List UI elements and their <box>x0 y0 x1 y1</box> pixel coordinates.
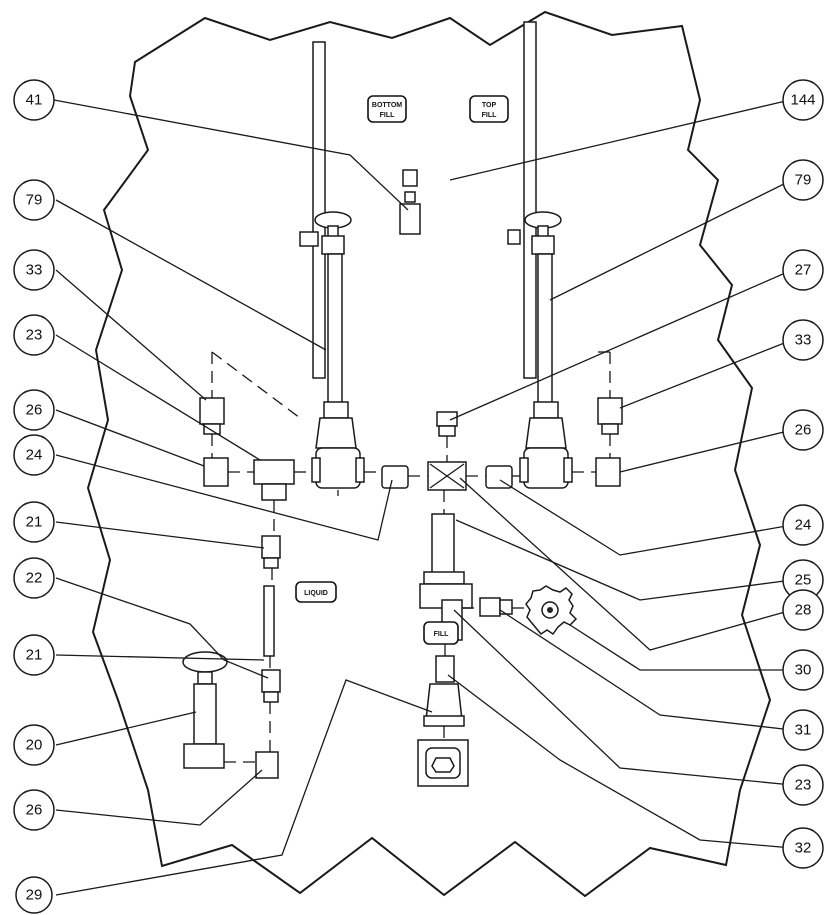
callout-21-top: 21 <box>13 501 55 543</box>
svg-text:79: 79 <box>26 192 43 209</box>
svg-text:24: 24 <box>795 517 812 534</box>
svg-text:27: 27 <box>795 262 812 279</box>
svg-text:26: 26 <box>795 422 812 439</box>
svg-text:25: 25 <box>795 572 812 589</box>
callout-23-left: 23 <box>13 314 55 356</box>
svg-text:23: 23 <box>26 327 43 344</box>
callout-31: 31 <box>782 709 824 751</box>
leader-lines <box>53 99 793 896</box>
svg-text:29: 29 <box>26 887 43 904</box>
callout-24-right: 24 <box>782 504 824 546</box>
svg-text:21: 21 <box>26 514 43 531</box>
dashed-connection-lines <box>211 351 611 763</box>
right-piping-fittings <box>595 397 623 487</box>
callout-33-left: 33 <box>13 249 55 291</box>
callout-144: 144 <box>782 79 824 121</box>
fill-tag-label: FILL <box>434 631 449 638</box>
bottom-fill-tag-line1: BOTTOM <box>372 102 402 109</box>
bottom-fill-tag-line2: FILL <box>380 112 395 119</box>
top-fill-tag: TOP FILL <box>469 95 509 123</box>
callout-79-right: 79 <box>782 159 824 201</box>
top-fill-tag-line1: TOP <box>482 102 497 109</box>
left-dip-tube <box>312 41 326 379</box>
callout-29: 29 <box>15 876 53 914</box>
callout-20: 20 <box>13 724 55 766</box>
callout-25: 25 <box>782 559 824 601</box>
pressure-gauge-gear <box>525 585 578 636</box>
callout-23-right: 23 <box>782 764 824 806</box>
svg-text:22: 22 <box>26 570 43 587</box>
tank-cutaway-outline <box>86 10 772 898</box>
callout-30: 30 <box>782 649 824 691</box>
svg-text:20: 20 <box>26 737 43 754</box>
svg-text:32: 32 <box>795 840 812 857</box>
callout-32: 32 <box>782 827 824 869</box>
callout-26-right: 26 <box>782 409 824 451</box>
svg-text:26: 26 <box>26 802 43 819</box>
svg-text:144: 144 <box>790 92 815 109</box>
left-piping-fittings <box>199 397 295 779</box>
top-fill-tube <box>399 122 448 410</box>
callout-79-left: 79 <box>13 179 55 221</box>
fill-tag: FILL <box>423 621 459 645</box>
callout-21-bottom: 21 <box>13 634 55 676</box>
svg-text:24: 24 <box>26 447 43 464</box>
liquid-tag-label: LIQUID <box>304 590 328 597</box>
callout-26-bottom: 26 <box>13 789 55 831</box>
svg-text:28: 28 <box>795 602 812 619</box>
callout-24-left: 24 <box>13 434 55 476</box>
right-fill-valve-assembly <box>507 211 573 489</box>
svg-text:33: 33 <box>795 332 812 349</box>
liquid-tag: LIQUID <box>295 581 337 603</box>
callout-28: 28 <box>782 589 824 631</box>
callout-33-right: 33 <box>782 319 824 361</box>
top-fill-tag-line2: FILL <box>482 112 497 119</box>
svg-text:41: 41 <box>26 92 43 109</box>
svg-text:21: 21 <box>26 647 43 664</box>
right-dip-tube <box>523 21 537 379</box>
svg-text:31: 31 <box>795 722 812 739</box>
bottom-fill-tag: BOTTOM FILL <box>367 95 407 123</box>
gauge-and-relief-assembly <box>417 513 513 787</box>
callout-22: 22 <box>13 557 55 599</box>
callout-27: 27 <box>782 249 824 291</box>
svg-text:26: 26 <box>26 402 43 419</box>
liquid-valve <box>182 651 228 769</box>
left-fill-valve-assembly <box>299 211 365 496</box>
callout-41: 41 <box>13 79 55 121</box>
svg-text:33: 33 <box>26 262 43 279</box>
svg-text:30: 30 <box>795 662 812 679</box>
center-cross-fitting <box>381 411 513 491</box>
svg-text:79: 79 <box>795 172 812 189</box>
callout-26-left: 26 <box>13 389 55 431</box>
svg-text:23: 23 <box>795 777 812 794</box>
